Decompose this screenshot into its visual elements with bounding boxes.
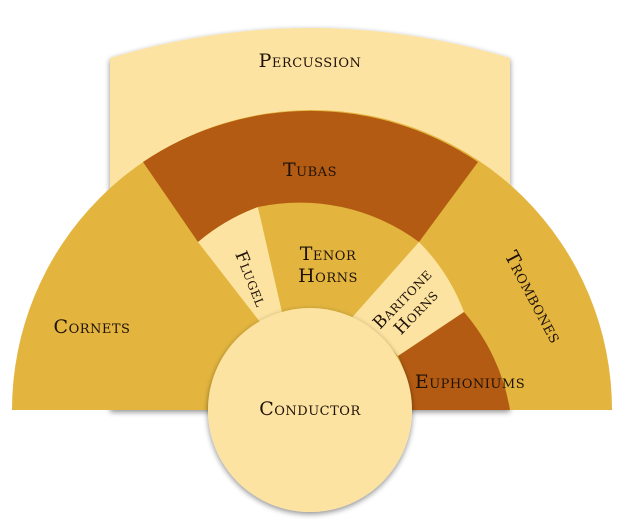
euphoniums-section — [398, 312, 510, 410]
tenor-horns-label-line2: Horns — [298, 265, 358, 287]
tubas-section — [143, 110, 478, 242]
tenor-horns-section — [258, 202, 419, 322]
conductor-circle — [208, 308, 412, 512]
flugel-section — [198, 207, 282, 322]
tenor-horns-label-line1: Tenor — [300, 243, 357, 265]
tubas-label: Tubas — [283, 159, 337, 181]
baritone-horns-section — [348, 242, 464, 356]
euphoniums-label: Euphoniums — [415, 371, 525, 393]
cornets-label: Cornets — [54, 316, 131, 338]
conductor-label: Conductor — [259, 398, 361, 420]
percussion-label: Percussion — [259, 50, 362, 72]
